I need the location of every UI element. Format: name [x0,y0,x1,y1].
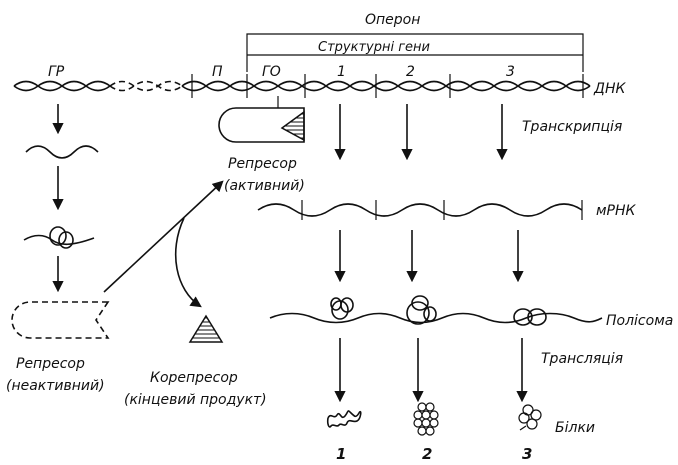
corepressor-label: Корепресор [150,370,238,386]
operon-label: Оперон [365,12,420,28]
gene-1-label: 1 [337,64,346,80]
ribosome-2-icon [406,295,437,325]
translation-arrows: Трансляція [334,338,623,403]
gene-2-label: 2 [406,64,415,80]
inactive-repressor: Репресор (неактивний) [6,301,110,394]
structural-genes-label: Структурні гени [318,40,430,55]
repressor-inactive-label: Репресор [16,356,85,372]
mrna-label: мРНК [596,203,637,219]
protein-2-icon [413,402,439,436]
protein-3-icon [518,404,542,431]
corepressor-icon [188,314,224,343]
gene-3-label: 3 [506,64,515,80]
protein-1-label: 1 [336,445,346,463]
regulator-mrna-icon [25,145,99,159]
repressor-inactive-state: (неактивний) [6,378,105,394]
corepressor-arrow [174,217,202,308]
repressor-active-state: (активний) [224,178,305,194]
regulator-ribosome-icon [23,226,95,249]
regulator-pathway [23,104,99,293]
corepressor: Корепресор (кінцевий продукт) [124,314,267,408]
operon-bracket: Оперон Структурні гени [246,12,584,72]
bound-corepressor-icon [280,110,305,142]
transcription-label: Транскрипція [522,119,622,135]
mrna-strand: мРНК [257,200,637,220]
protein-2-label: 2 [422,445,432,463]
proteins-label: Білки [555,420,595,436]
repressor-active-label: Репресор [228,156,297,172]
ribosome-1-icon [330,297,354,320]
protein-1-icon [326,410,362,428]
corepressor-description: (кінцевий продукт) [124,392,267,408]
polysome-label: Полісома [606,313,673,329]
protein-3-label: 3 [522,445,532,463]
dna-helix: ДНК [13,74,626,98]
promoter-label: П [212,64,223,80]
translation-label: Трансляція [541,351,623,367]
mrna-to-polysome-arrows [334,230,524,283]
dna-label: ДНК [593,81,626,97]
active-repressor: Репресор (активний) [218,96,305,194]
proteins: Білки 1 2 3 [326,402,595,463]
polysome: Полісома [269,295,673,329]
activation-arrow [103,180,224,293]
ribosome-3-icon [513,308,547,326]
regulator-gene-label: ГР [48,64,65,80]
transcription-arrows: Транскрипція [334,104,622,161]
operator-label: ГО [262,64,281,80]
